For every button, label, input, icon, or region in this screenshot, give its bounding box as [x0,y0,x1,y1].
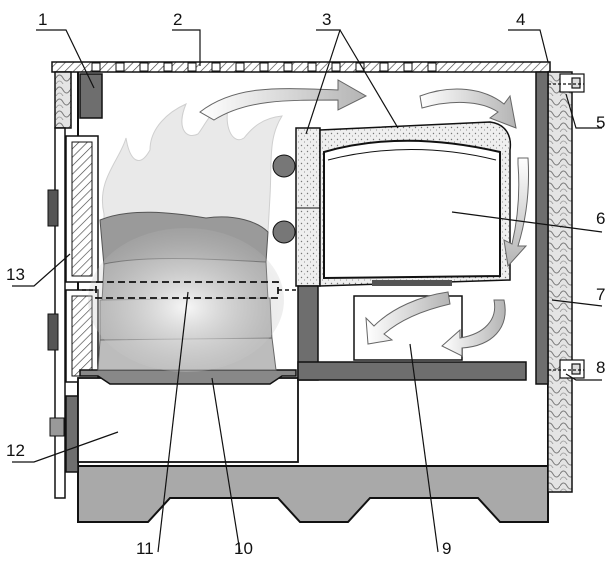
partition-horizontal [297,361,527,381]
callout-13: 13 [6,265,25,284]
rear-insulation [547,71,573,493]
rear-wall-7 [535,71,549,385]
ash-door-knob [49,417,65,437]
front-panel [54,127,66,499]
callout-9: 9 [442,539,451,558]
callout-5: 5 [596,113,605,132]
front-insulation [54,71,72,129]
callout-2: 2 [173,10,182,29]
hob-rings [91,62,437,72]
top-left-block [79,73,103,119]
leader-lines [12,29,603,553]
air-hole-upper [272,154,296,178]
callout-11: 11 [136,539,154,558]
callout-12: 12 [6,441,25,460]
flue-gas-arrows [199,79,529,357]
oven [323,139,501,280]
air-hole-lower [272,220,296,244]
fire-door [47,135,99,383]
callout-labels: 1 2 3 4 5 6 7 8 9 10 11 12 13 [6,10,605,558]
callout-8: 8 [596,358,605,377]
flames [102,99,283,233]
callout-10: 10 [234,539,253,558]
hob-plate [51,61,551,73]
ash-drawer [77,377,299,463]
stove-base [77,465,549,523]
callout-1: 1 [38,10,47,29]
callout-6: 6 [596,209,605,228]
callout-3: 3 [322,10,331,29]
callout-4: 4 [516,10,525,29]
ash-door-handle [65,395,79,473]
chamotte-wall [295,127,321,287]
callout-7: 7 [596,285,605,304]
upper-bracket-5 [548,73,585,93]
fuel-pile [88,211,284,372]
grate [79,369,297,385]
